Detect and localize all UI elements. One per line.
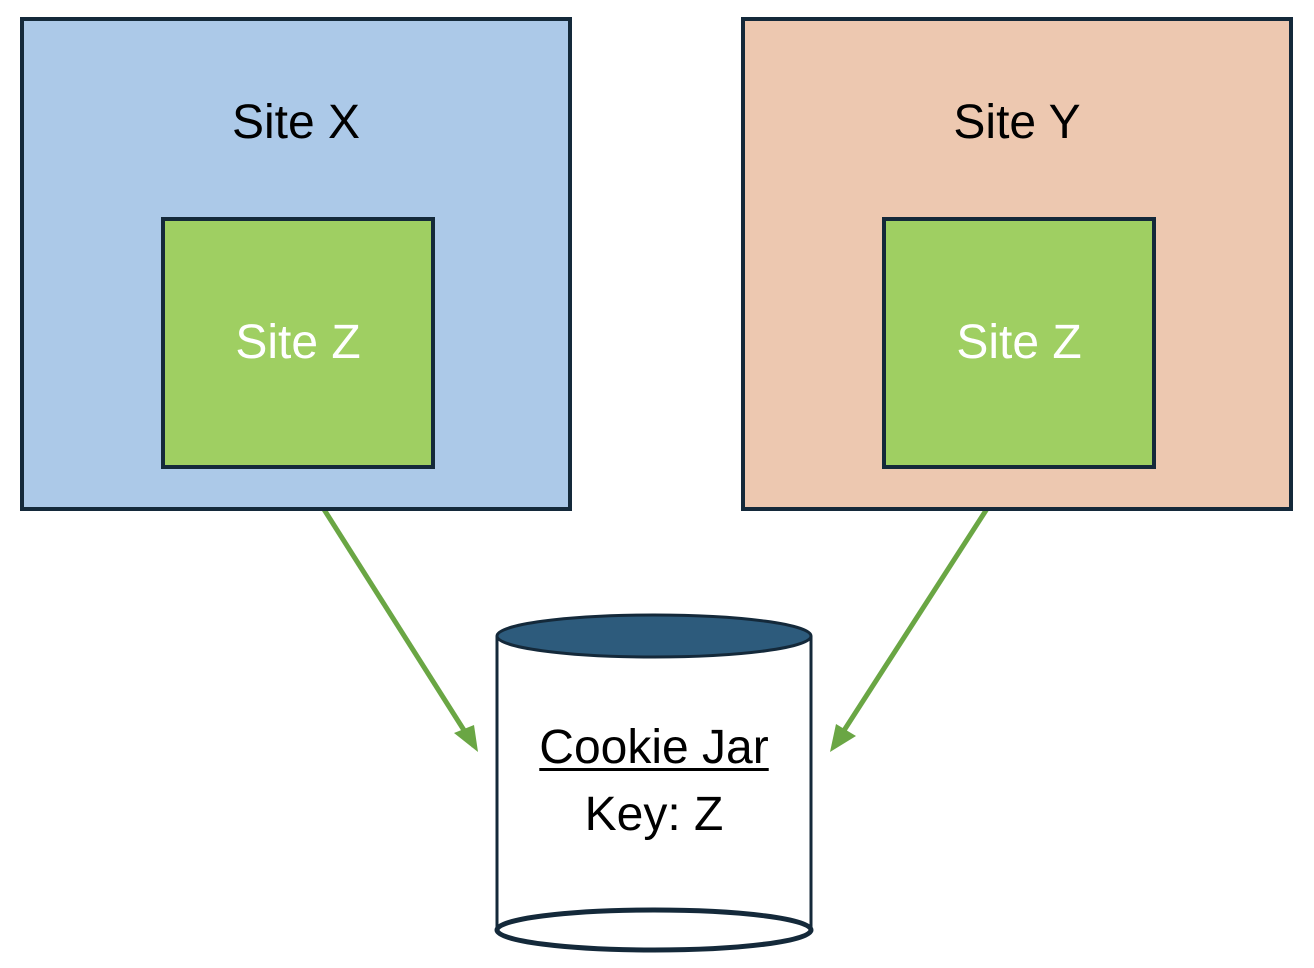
arrowhead-down-left	[454, 725, 478, 752]
site-x-embedded-label: Site Z	[235, 316, 361, 369]
cookie-jar-title: Cookie Jar	[539, 721, 769, 774]
site-y-frame: Site Y Site Z	[741, 17, 1293, 511]
site-y-title: Site Y	[953, 96, 1081, 149]
site-x-frame: Site X Site Z	[20, 17, 572, 511]
cookie-jar-label: Cookie Jar Key: Z	[497, 718, 811, 846]
cookie-jar-cylinder	[494, 613, 814, 953]
site-y-embedded-frame: Site Z	[882, 217, 1156, 469]
site-x-embedded-frame: Site Z	[161, 217, 435, 469]
site-y-embedded-label: Site Z	[956, 316, 1082, 369]
cookie-jar-key: Key: Z	[584, 788, 724, 841]
site-x-title: Site X	[231, 96, 361, 149]
arrowhead-down-right	[830, 724, 856, 752]
cookie-jar-lid	[495, 613, 813, 659]
cookie-jar-bottom-rim	[494, 907, 814, 953]
